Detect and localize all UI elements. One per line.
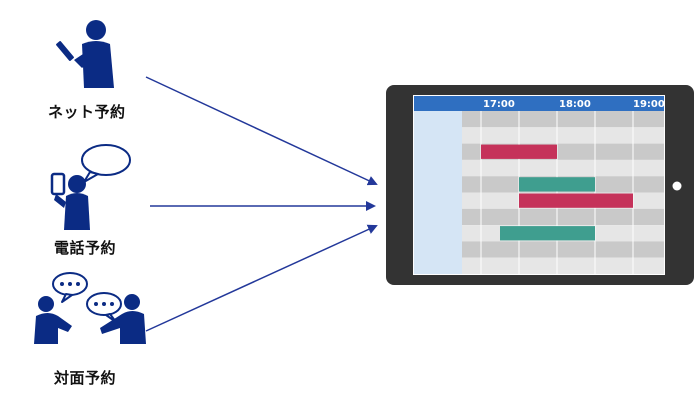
tablet-icon: 17:00 18:00 19:00 (386, 85, 694, 285)
schedule-row (462, 111, 664, 128)
schedule-row (462, 159, 664, 177)
reservation-bar-2 (519, 177, 595, 192)
phone-reservation-figure (44, 142, 134, 230)
schedule-header (414, 96, 664, 111)
face-to-face-reservation-figure (32, 272, 152, 350)
reservation-bar-4 (500, 226, 595, 241)
person-on-phone-icon (50, 144, 131, 230)
tablet: 17:00 18:00 19:00 (386, 85, 694, 285)
person-with-phone-icon (56, 20, 114, 88)
tablet-home-button (672, 181, 682, 191)
schedule-row (462, 127, 664, 144)
arrow-net-to-tablet (145, 76, 378, 186)
arrow-face-to-face-to-tablet (145, 224, 378, 332)
net-reservation-figure (52, 18, 124, 90)
reservation-bar-3 (519, 193, 633, 208)
schedule-row (462, 257, 664, 274)
channel-label-net: ネット予約 (48, 103, 126, 121)
schedule-row (462, 241, 664, 258)
channel-label-phone: 電話予約 (54, 239, 117, 257)
schedule-left-column (414, 111, 462, 274)
face-to-face-conversation-icon (34, 272, 146, 344)
schedule-row (462, 208, 664, 226)
reservation-bar-1 (481, 144, 557, 159)
channel-label-face-to-face: 対面予約 (54, 369, 117, 387)
time-label-18: 18:00 (559, 99, 591, 110)
time-label-17: 17:00 (483, 99, 515, 110)
time-label-19: 19:00 (633, 99, 665, 110)
